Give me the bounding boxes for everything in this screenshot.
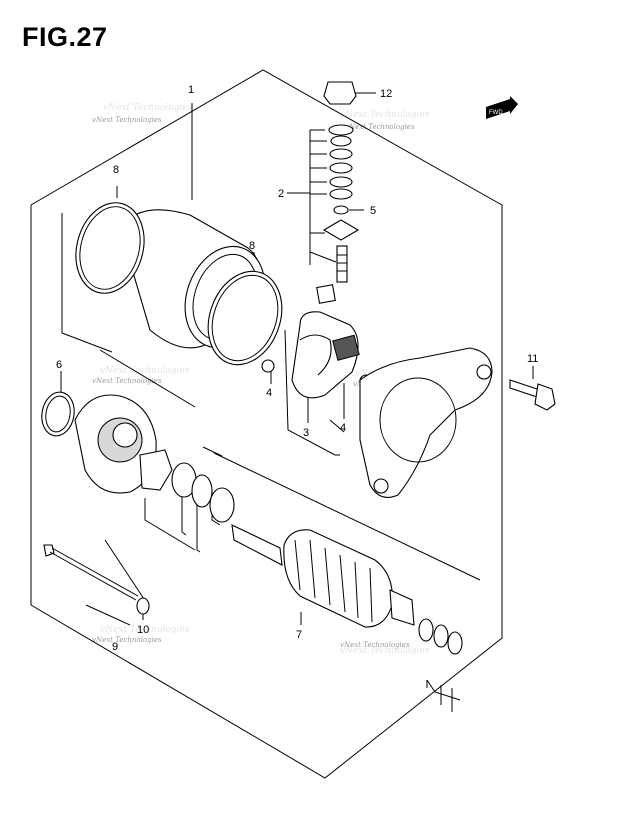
callout-11: 11 (527, 353, 538, 365)
fwd-label: FWD (489, 110, 503, 116)
o-ring-6 (41, 391, 75, 437)
callout-10: 10 (137, 624, 149, 636)
watermark-ghost: vNext Technologies (103, 103, 193, 113)
callout-7: 7 (296, 629, 302, 641)
front-housing (41, 391, 235, 523)
watermark-ghost: vNext Technologies (340, 646, 430, 656)
watermark: vNext Technologies (92, 377, 162, 385)
fwd-arrow-icon: FWD (486, 96, 518, 119)
callout-3: 3 (303, 427, 309, 439)
watermark: vNext Technologies (92, 116, 162, 124)
callout-12: 12 (380, 88, 392, 100)
terminal-stack (309, 81, 360, 262)
callout-2: 2 (278, 188, 284, 200)
armature (231, 524, 463, 655)
assembly-outline (30, 69, 503, 779)
brush (316, 284, 336, 304)
callouts: 1 2 3 4 4 5 6 7 8 8 9 10 11 12 (56, 84, 538, 653)
through-bolt (43, 544, 150, 615)
watermark-ghost: vNext Technologies (340, 110, 430, 120)
watermark: vNext Technologies (340, 641, 410, 649)
o-ring-front (75, 202, 145, 294)
brush-holder-plate (261, 311, 373, 399)
callout-8b: 8 (249, 240, 255, 252)
watermark: vNext Technologies (92, 636, 162, 644)
callout-8a: 8 (113, 164, 119, 176)
callout-9: 9 (112, 641, 118, 653)
callout-4a: 4 (266, 387, 272, 399)
watermark-ghost: vNext Technologies (100, 366, 190, 376)
callout-6: 6 (56, 359, 62, 371)
callout-1: 1 (188, 84, 194, 96)
watermark: vNext Technologies (345, 123, 415, 131)
bolt-11 (509, 379, 556, 411)
o-ring-rear (207, 270, 283, 366)
callout-5: 5 (370, 205, 376, 217)
rear-end-cover (359, 347, 493, 498)
figure-title: FIG.27 (22, 22, 108, 52)
watermark-ghost: vNext Technologies (100, 625, 190, 635)
callout-4b: 4 (340, 422, 346, 434)
